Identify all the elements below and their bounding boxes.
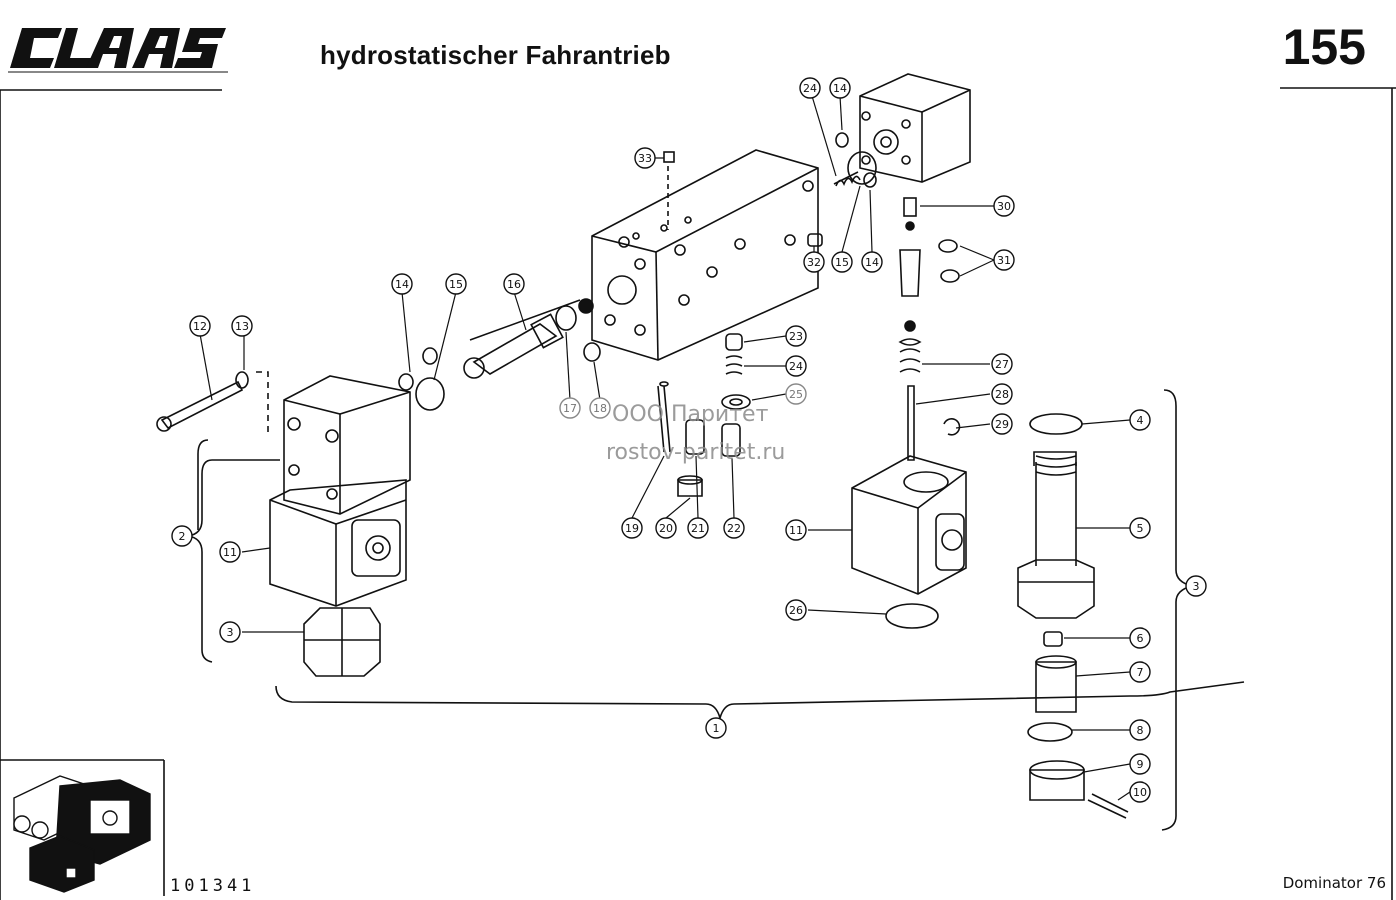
callout-label: 16 bbox=[507, 278, 521, 291]
claas-logo bbox=[8, 28, 228, 73]
callout-label: 14 bbox=[865, 256, 879, 269]
page-number: 155 bbox=[1282, 19, 1366, 75]
callout-label: 23 bbox=[789, 330, 803, 343]
callout-2 bbox=[171, 525, 193, 547]
callout-label: 15 bbox=[449, 278, 463, 291]
callout-10 bbox=[1129, 781, 1151, 803]
callout-label: 25 bbox=[789, 388, 803, 401]
callout-label: 14 bbox=[395, 278, 409, 291]
callout-31 bbox=[993, 249, 1015, 271]
callout-label: 20 bbox=[659, 522, 673, 535]
callout-30 bbox=[993, 195, 1015, 217]
callout-label: 9 bbox=[1137, 758, 1144, 771]
callout-label: 30 bbox=[997, 200, 1011, 213]
callout-label: 14 bbox=[833, 82, 847, 95]
callout-29 bbox=[991, 413, 1013, 435]
callout-6 bbox=[1129, 627, 1151, 649]
callout-15-mid bbox=[831, 251, 853, 273]
callout-11-right bbox=[785, 519, 807, 541]
watermark-company: ООО Паритет bbox=[612, 402, 769, 427]
callout-19 bbox=[621, 517, 643, 539]
callout-label: 29 bbox=[995, 418, 1009, 431]
callout-24-top bbox=[799, 77, 821, 99]
machine-model: Dominator 76 bbox=[1282, 874, 1386, 892]
callout-label: 6 bbox=[1137, 632, 1144, 645]
callout-label: 4 bbox=[1137, 414, 1144, 427]
callout-label: 33 bbox=[638, 152, 652, 165]
machine-thumbnail bbox=[13, 775, 151, 893]
callout-label: 28 bbox=[995, 388, 1009, 401]
callout-14-mid bbox=[861, 251, 883, 273]
callout-11-left bbox=[219, 541, 241, 563]
callout-4 bbox=[1129, 409, 1151, 431]
watermark-url: rostov-paritet.ru bbox=[606, 440, 786, 465]
callout-32 bbox=[803, 251, 825, 273]
callout-label: 11 bbox=[789, 524, 803, 537]
callout-16 bbox=[503, 273, 525, 295]
callout-13 bbox=[231, 315, 253, 337]
callout-label: 7 bbox=[1137, 666, 1144, 679]
callout-label: 2 bbox=[179, 530, 186, 543]
callout-14-top bbox=[829, 77, 851, 99]
callout-14-left bbox=[391, 273, 413, 295]
callout-label: 5 bbox=[1137, 522, 1144, 535]
callout-1 bbox=[705, 717, 727, 739]
callout-27 bbox=[991, 353, 1013, 375]
callout-label: 24 bbox=[803, 82, 817, 95]
callout-label: 8 bbox=[1137, 724, 1144, 737]
callout-label: 19 bbox=[625, 522, 639, 535]
callout-label: 17 bbox=[563, 402, 577, 415]
callout-label: 31 bbox=[997, 254, 1011, 267]
callout-18 bbox=[589, 397, 611, 419]
callout-label: 10 bbox=[1133, 786, 1147, 799]
callout-5 bbox=[1129, 517, 1151, 539]
callout-17 bbox=[559, 397, 581, 419]
callout-3-left bbox=[219, 621, 241, 643]
callout-label: 3 bbox=[227, 626, 234, 639]
callout-label: 11 bbox=[223, 546, 237, 559]
callout-33 bbox=[634, 147, 656, 169]
callout-12 bbox=[189, 315, 211, 337]
callout-23 bbox=[785, 325, 807, 347]
callout-label: 24 bbox=[789, 360, 803, 373]
callout-3-right bbox=[1185, 575, 1207, 597]
callout-15-left bbox=[445, 273, 467, 295]
callout-label: 1 bbox=[713, 722, 720, 735]
callout-label: 18 bbox=[593, 402, 607, 415]
callout-label: 22 bbox=[727, 522, 741, 535]
callout-label: 3 bbox=[1193, 580, 1200, 593]
callout-22 bbox=[723, 517, 745, 539]
callout-7 bbox=[1129, 661, 1151, 683]
drawing-number: 101341 bbox=[170, 876, 256, 896]
callout-20 bbox=[655, 517, 677, 539]
callout-label: 27 bbox=[995, 358, 1009, 371]
callout-24-mid bbox=[785, 355, 807, 377]
callout-25 bbox=[785, 383, 807, 405]
callout-8 bbox=[1129, 719, 1151, 741]
callout-26 bbox=[785, 599, 807, 621]
callout-label: 26 bbox=[789, 604, 803, 617]
callout-28 bbox=[991, 383, 1013, 405]
callout-21 bbox=[687, 517, 709, 539]
callout-label: 13 bbox=[235, 320, 249, 333]
callout-label: 21 bbox=[691, 522, 705, 535]
callout-label: 32 bbox=[807, 256, 821, 269]
page-title: hydrostatischer Fahrantrieb bbox=[320, 40, 671, 70]
callout-label: 15 bbox=[835, 256, 849, 269]
callout-label: 12 bbox=[193, 320, 207, 333]
callout-9 bbox=[1129, 753, 1151, 775]
